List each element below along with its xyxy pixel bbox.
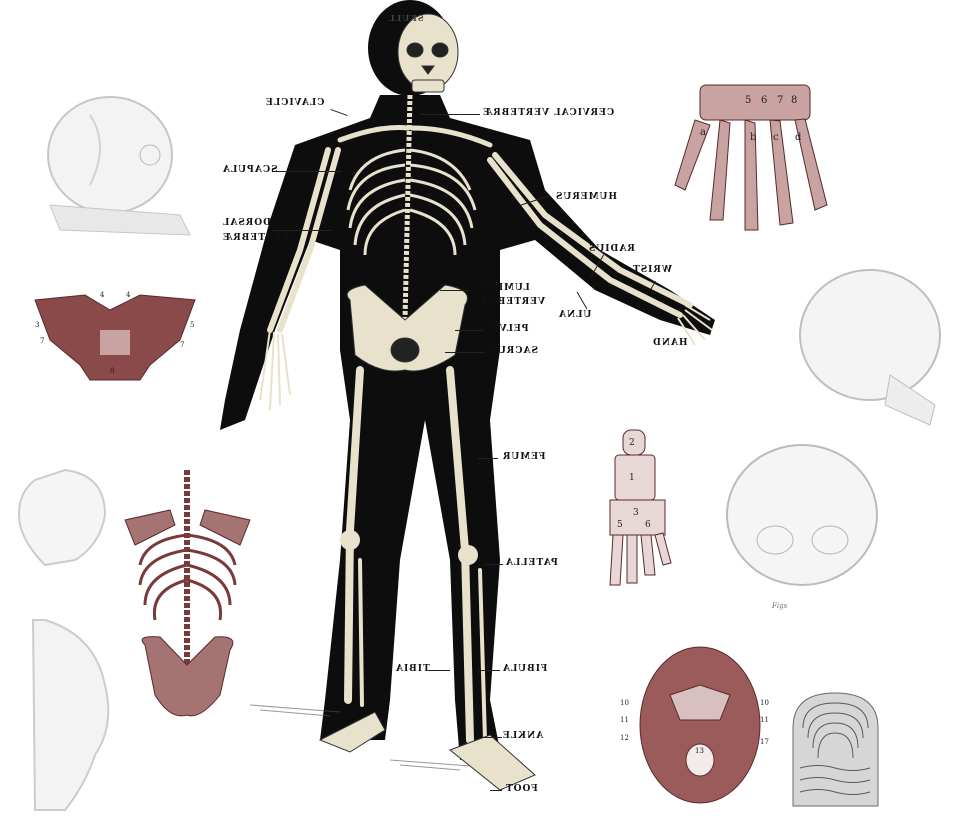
label-radius: RADIUS [588,244,635,254]
skull-base-figure: 10 10 11 11 12 17 13 [610,640,790,810]
svg-text:12: 12 [620,734,629,742]
label-hand: HAND [652,338,688,348]
figs-caption: Figs [771,602,788,610]
svg-text:c: c [773,132,779,143]
skull-sketch-right [790,255,955,430]
svg-text:4: 4 [100,291,105,299]
label-wrist: WRIST [632,265,672,275]
svg-text:3: 3 [35,321,39,329]
svg-text:a: a [700,127,706,138]
skull-front-sketch: Figs [720,440,885,615]
svg-text:11: 11 [760,716,769,724]
svg-text:4: 4 [126,291,131,299]
head-profile-sketch-2 [25,615,120,815]
label-lumbar-vertebrae-2: VERTEBRÆ [478,297,545,307]
svg-text:7: 7 [777,95,783,106]
label-fibula: FIBULA [502,664,547,674]
label-clavicle: CLAVICLE [265,98,324,108]
svg-text:5: 5 [190,321,194,329]
svg-text:17: 17 [760,738,769,746]
rib-cage-figure [115,465,260,725]
svg-text:13: 13 [695,747,704,755]
svg-text:8: 8 [791,95,797,106]
label-patella: PATELLA [505,558,558,568]
label-scapula: SCAPULA [222,165,278,175]
svg-text:5: 5 [617,520,623,530]
label-ankle: ANKLE [502,731,543,741]
svg-text:7: 7 [40,337,44,345]
sphenoid-bone-figure: 4 4 3 5 7 7 8 [30,285,200,390]
svg-text:11: 11 [620,716,629,724]
fingerprint-figure [788,688,883,808]
svg-text:3: 3 [633,508,639,518]
svg-text:10: 10 [620,699,629,707]
label-femur: FEMUR [502,452,546,462]
label-pelvis: PELVIS [486,324,529,334]
svg-text:7: 7 [180,341,184,349]
svg-text:6: 6 [761,95,767,106]
svg-text:8: 8 [110,367,114,375]
label-lumbar-vertebrae-1: LUMBAR [478,283,530,293]
label-ulna: ULNA [558,310,591,320]
svg-text:d: d [795,132,802,143]
svg-text:b: b [750,132,756,143]
head-profile-sketch-1 [5,465,115,575]
svg-text:10: 10 [760,699,769,707]
label-foot: FOOT [505,784,538,794]
label-dorsal-vertebrae-1: DORSAL [222,218,271,228]
label-humerus: HUMERUS [555,192,617,202]
label-tibia: TIBIA [395,664,430,674]
label-dorsal-vertebrae-2: VERTEBRÆ [222,233,289,243]
svg-text:6: 6 [645,520,651,530]
svg-text:2: 2 [629,438,635,448]
label-skull: SKULL [388,13,424,23]
svg-text:5: 5 [745,95,751,106]
foot-bones-figure: 2 1 3 5 6 [605,425,680,590]
svg-text:1: 1 [629,473,635,483]
label-cervical-vertebrae: CERVICAL VERTEBRÆ [482,108,614,118]
skull-sketch-top-left [30,85,200,240]
label-sacrum: SACRUM [486,346,538,356]
